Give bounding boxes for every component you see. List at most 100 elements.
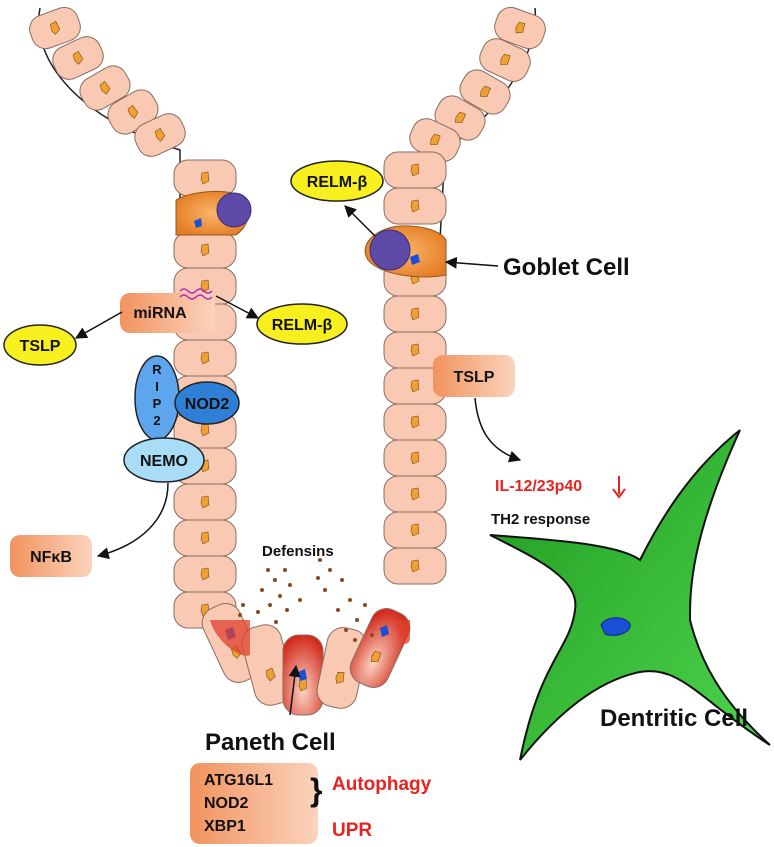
relm-beta-mid xyxy=(256,303,348,345)
autophagy-label: Autophagy xyxy=(332,774,432,795)
dendritic-cell-label: Dentritic Cell xyxy=(600,705,748,732)
nfkb-box-label: NFκB xyxy=(30,549,72,566)
defensin-granule xyxy=(344,628,348,632)
cell-nucleus xyxy=(410,343,420,357)
cell-nucleus xyxy=(430,133,441,145)
defensin-granule xyxy=(370,633,374,637)
brace-symbol: } xyxy=(310,772,322,808)
defensin-granule xyxy=(355,618,359,622)
epithelial-cell xyxy=(173,555,237,593)
defensin-granule xyxy=(288,583,292,587)
mirna-squiggle xyxy=(179,288,213,300)
goblet-nucleus xyxy=(369,229,411,271)
defensin-granule xyxy=(268,603,272,607)
crypt-base-cell xyxy=(241,624,295,706)
nfkb-box xyxy=(10,535,92,577)
arrow-nemo-to-nfkb xyxy=(96,482,169,560)
defensins-label: Defensins xyxy=(262,543,334,560)
cell-nucleus xyxy=(410,523,420,537)
defensin-granule xyxy=(298,598,302,602)
upr-label: UPR xyxy=(332,820,372,841)
cell-nucleus xyxy=(50,20,61,35)
rip2-letter: R xyxy=(152,362,162,377)
nod2-ellipse-label: NOD2 xyxy=(185,396,230,413)
tslp-right-box-label: TSLP xyxy=(454,369,495,386)
mirna-box xyxy=(120,293,215,333)
defensin-granule xyxy=(283,568,287,572)
cell-nucleus xyxy=(479,85,491,97)
nemo-ellipse xyxy=(123,437,205,483)
cell-nucleus xyxy=(127,104,139,119)
dendritic-nucleus xyxy=(600,617,631,636)
defensin-granule xyxy=(256,610,260,614)
cell-nucleus xyxy=(371,650,382,662)
defensin-granule xyxy=(241,603,245,607)
epithelial-cell xyxy=(79,65,131,111)
epithelial-cell xyxy=(29,6,81,50)
cell-nucleus xyxy=(154,127,166,142)
gene-nod2-label: NOD2 xyxy=(204,795,249,812)
epithelial-cell xyxy=(383,439,447,477)
arrow-goblet-label xyxy=(444,256,499,269)
epithelial-cell xyxy=(52,36,104,80)
goblet-nucleus xyxy=(216,192,252,228)
rip2-letter: 2 xyxy=(153,413,160,428)
mirna-label: miRNA xyxy=(133,305,187,322)
epithelial-cell xyxy=(479,38,531,82)
defensin-granule xyxy=(260,588,264,592)
defensin-granule xyxy=(278,594,282,598)
defensin-granule xyxy=(348,598,352,602)
nemo-ellipse-label: NEMO xyxy=(140,453,188,470)
paneth-cell-left xyxy=(210,620,250,656)
paneth-cell xyxy=(349,608,411,688)
relm-beta-mid-label: RELM-β xyxy=(272,317,333,334)
arrow-paneth-label xyxy=(288,664,301,716)
epithelial-cell xyxy=(383,151,447,189)
paneth-cell-right xyxy=(395,620,410,644)
cell-nucleus xyxy=(410,307,420,321)
defensin-granule xyxy=(238,613,242,617)
cell-nucleus xyxy=(200,171,210,185)
paneth-nucleus xyxy=(380,625,389,637)
cell-nucleus xyxy=(515,21,526,34)
defensin-granule xyxy=(340,578,344,582)
cell-nucleus xyxy=(99,80,111,95)
defensin-granule xyxy=(353,638,357,642)
goblet-cell-right xyxy=(364,225,447,278)
defensin-granule xyxy=(274,620,278,624)
cell-nucleus xyxy=(500,53,511,65)
dendritic-cell xyxy=(489,429,771,761)
cell-nucleus xyxy=(200,243,210,257)
epithelial-cell xyxy=(173,483,237,521)
epithelial-cell xyxy=(383,511,447,549)
epithelial-cell xyxy=(383,475,447,513)
crypt-base-cell xyxy=(316,627,368,709)
cell-nucleus xyxy=(200,567,210,581)
epithelial-cell xyxy=(134,113,186,157)
cell-nucleus xyxy=(410,487,420,501)
epithelial-cell xyxy=(383,403,447,441)
il12-label: IL-12/23p40 xyxy=(495,478,582,495)
epithelial-cell xyxy=(383,187,447,225)
arrow-mirna-to-relm xyxy=(215,295,260,319)
tslp-left xyxy=(3,324,77,366)
arrow-goblet-to-relm xyxy=(344,205,376,237)
cell-nucleus xyxy=(335,671,345,684)
il12-down-arrowhead xyxy=(612,488,626,499)
arrow-mirna-to-tslp xyxy=(74,311,123,339)
cell-nucleus xyxy=(266,667,276,682)
epithelial-cell xyxy=(173,339,237,377)
arrow-tslp-to-dc xyxy=(474,397,522,463)
defensin-granule xyxy=(363,603,367,607)
cell-nucleus xyxy=(410,451,420,465)
epithelial-cell xyxy=(383,547,447,585)
epithelial-cell xyxy=(383,295,447,333)
rip2-letter: I xyxy=(155,379,159,394)
cell-nucleus xyxy=(410,559,420,573)
defensin-granule xyxy=(316,576,320,580)
epithelial-cell xyxy=(459,69,511,115)
tslp-left-label: TSLP xyxy=(20,338,61,355)
relm-beta-top-label: RELM-β xyxy=(307,174,368,191)
